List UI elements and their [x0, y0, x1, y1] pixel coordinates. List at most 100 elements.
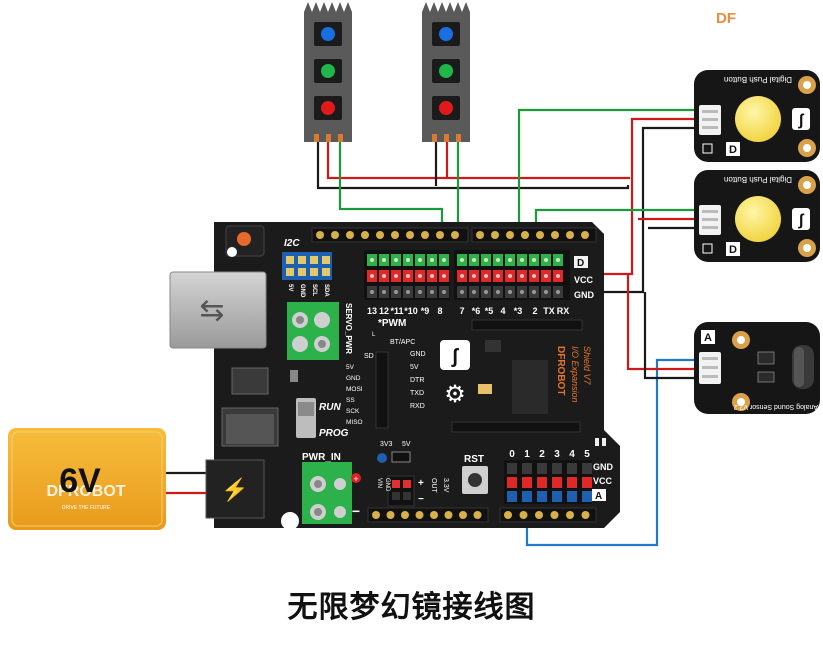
yellow-button-icon [735, 196, 781, 242]
sd-pin-label: MISO [346, 419, 363, 426]
i2c-pin-sda: SDA [323, 284, 329, 297]
out-label: OUT [430, 478, 437, 494]
pin-avcc [552, 477, 562, 488]
analog-pin-label: 5 [584, 449, 590, 460]
header-pin [391, 231, 399, 239]
pin-agnd [552, 463, 562, 474]
digital-pin-label: RX [557, 306, 570, 316]
header-pin [451, 231, 459, 239]
yellow-button-icon [735, 96, 781, 142]
board-brand: DFROBOT [555, 346, 566, 395]
header-pin [550, 511, 559, 519]
header-pin [521, 231, 529, 239]
run-label: RUN [319, 402, 341, 413]
header-pin [519, 511, 528, 519]
header-pin [551, 231, 559, 239]
arow-vcc-label: VCC [593, 476, 613, 486]
i2c-pin-scl: SCL [311, 284, 317, 296]
digital-pin-label: *5 [485, 306, 494, 316]
led-strip-1 [304, 2, 352, 142]
header-pin [566, 231, 574, 239]
header-pin [504, 511, 512, 519]
led-blue-icon [439, 27, 453, 41]
usb-port [169, 271, 267, 349]
top-button-icon [237, 232, 251, 246]
sound-sensor-label: Analog Sound Sensor V2.2 [733, 403, 818, 410]
svg-text:⚡: ⚡ [221, 477, 248, 503]
header-pin [361, 231, 369, 239]
header-pin [331, 231, 339, 239]
push-button-label: Digital Push Button [724, 75, 792, 84]
wire-button1-vcc [600, 117, 700, 276]
diagram-caption: 无限梦幻镜接线图 [287, 590, 536, 625]
l-label: L [372, 332, 376, 338]
analog-pin-label: 1 [524, 449, 530, 460]
led-green-icon [321, 64, 335, 78]
header-pin [372, 511, 380, 519]
sd-pin-label: MOSI [346, 386, 363, 393]
sd-pin-label: SCK [346, 408, 360, 415]
pin-agnd [507, 463, 517, 474]
digital-header [364, 250, 570, 300]
sd-pin-label: 5V [346, 364, 355, 371]
header-pin [506, 231, 514, 239]
pin-a [537, 491, 547, 502]
push-button-module-2: D ʃ Digital Push Button [694, 170, 820, 262]
led-red-icon [439, 101, 453, 115]
led-green-icon [439, 64, 453, 78]
digital-pin-label: 8 [437, 306, 442, 316]
svg-text:D: D [577, 258, 584, 269]
header-pin [386, 511, 395, 519]
gear-icon: ⚙ [444, 381, 466, 408]
wire-sound-vcc [626, 274, 700, 371]
arow-a-label: A [595, 491, 602, 502]
svg-text:−: − [418, 494, 424, 505]
digital-pin-label: 2 [532, 306, 537, 316]
svg-text:+: + [353, 474, 358, 484]
svg-text:−: − [352, 503, 360, 519]
battery-brand: DFROBOT [46, 483, 125, 500]
usb-icon: ⇆ [199, 294, 224, 327]
pin-agnd [582, 463, 592, 474]
servo-pwr-label: SERVO_PWR [344, 303, 353, 354]
svg-text:ʃ: ʃ [797, 212, 804, 229]
gnd-label: GND [384, 478, 390, 492]
module-badge-a: A [704, 332, 712, 344]
pin-avcc [507, 477, 517, 488]
header-pin [535, 511, 543, 519]
battery-pack: DFROBOT 6V DRIVE THE FUTURE [8, 428, 166, 530]
header-pin [536, 231, 544, 239]
header-pin [459, 511, 467, 519]
digital-pin-label: *10 [404, 306, 418, 316]
digital-pin-label: *11 [390, 306, 403, 316]
header-pin [436, 231, 444, 239]
analog-pin-label: 2 [539, 449, 545, 460]
led-blue-icon [321, 27, 335, 41]
sound-sensor-module: A Analog Sound Sensor V2.2 [694, 322, 820, 414]
bt-pin-label: RXD [410, 403, 425, 410]
pin-avcc [582, 477, 592, 488]
bt-pin-label: 5V [410, 364, 419, 371]
header-pin [376, 231, 384, 239]
bt-pin-label: DTR [410, 377, 424, 384]
board-model: I/O Expansion [570, 346, 580, 403]
pwm-note: *PWM [378, 318, 406, 329]
led-red-icon [321, 101, 335, 115]
header-pin [473, 511, 482, 519]
pin-a [507, 491, 517, 502]
push-button-label: Digital Push Button [724, 175, 792, 184]
led-strip-2 [422, 2, 470, 142]
pin-agnd [522, 463, 532, 474]
digital-pin-label: *9 [421, 306, 430, 316]
wire-sound-gnd [643, 292, 700, 380]
push-button-module-1: D ʃ Digital Push Button [694, 70, 820, 162]
header-pin [401, 511, 409, 519]
analog-pin-label: 4 [569, 449, 575, 460]
digital-pin-label: *3 [514, 306, 523, 316]
pin-avcc [522, 477, 532, 488]
header-pin [581, 231, 589, 239]
header-pin [346, 231, 354, 239]
pin-a [522, 491, 532, 502]
bt-apc-label: BT/APC [390, 339, 415, 346]
